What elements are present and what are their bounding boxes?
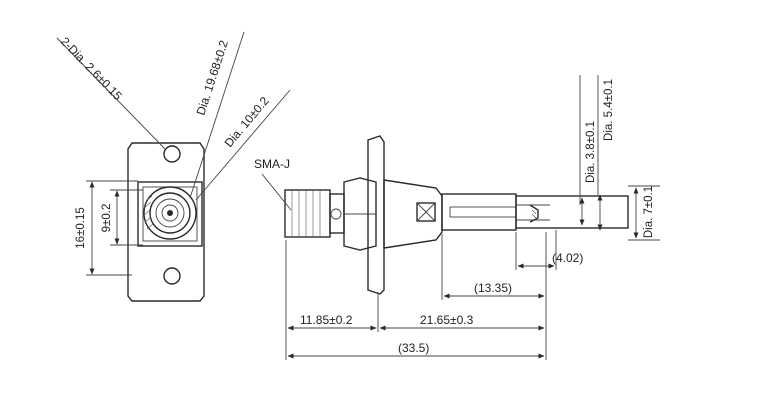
connector-label: SMA-J [254,157,290,171]
insert-mark [416,202,436,222]
len-2165-label: 21.65±0.3 [420,313,474,327]
flange-plate [127,142,205,302]
hex-nut [343,177,377,251]
len-1185-label: 11.85±0.2 [300,313,353,327]
holes-label: 2-Dia. 2.6±0.15 [58,34,125,103]
square-body [137,181,203,247]
len-335-label: (33.5) [398,341,429,355]
body-dia-label: Dia. 10±0.2 [222,94,272,150]
height-9-label: 9±0.2 [101,204,113,233]
mounting-hole-bottom [163,267,181,285]
height-16-label: 16±0.15 [75,207,87,249]
main-body [383,179,443,249]
center-pin [167,210,173,216]
pin-dia-54-label: Dia. 5.4±0.1 [603,79,615,141]
shaft [441,193,517,231]
flange-dia-label: Dia. 19.68±0.2 [194,38,232,117]
len-1335-label: (13.35) [474,281,512,295]
outer-ring [143,186,197,240]
side-view: SMA-J Dia. 3.8±0.1 Dia. 5.4±0.1 Dia. 7±0… [254,75,660,360]
len-402-label: (4.02) [552,251,583,265]
flange-side [367,135,385,295]
dia-7-label: Dia. 7±0.1 [643,186,655,238]
pin-section [515,195,629,229]
mounting-hole-top [163,145,181,163]
pin-dia-38-label: Dia. 3.8±0.1 [585,121,597,183]
